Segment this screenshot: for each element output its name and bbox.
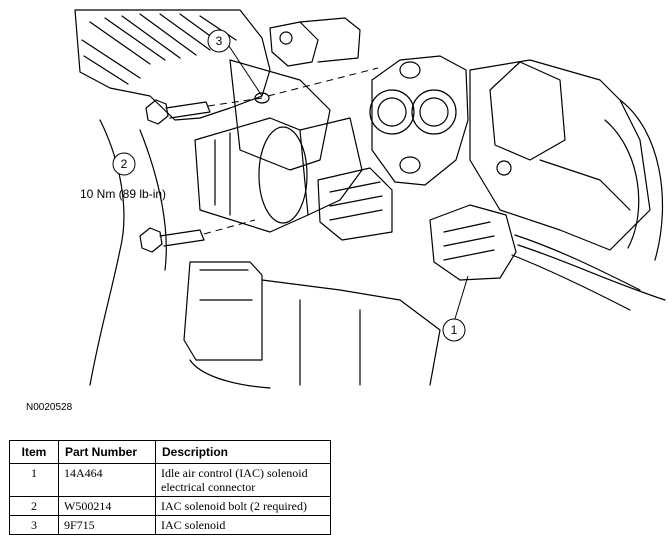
callout-2: 2 [112,152,136,176]
svg-text:3: 3 [216,34,223,48]
cell-description: Idle air control (IAC) solenoid electric… [155,463,331,497]
header-part-number: Part Number [58,440,156,464]
table-row: 2 W500214 IAC solenoid bolt (2 required) [9,496,331,516]
callout-1: 1 [442,318,466,342]
torque-spec-label: 10 Nm (89 lb-in) [80,187,166,201]
header-description: Description [155,440,331,464]
cell-item: 1 [9,463,59,497]
figure-id: N0020528 [26,402,73,413]
cell-part-number: W500214 [58,496,156,516]
table-header-row: Item Part Number Description [9,440,331,464]
svg-text:1: 1 [451,323,458,337]
cell-part-number: 14A464 [58,463,156,497]
parts-table: Item Part Number Description 1 14A464 Id… [9,440,331,535]
cell-item: 2 [9,496,59,516]
iac-solenoid-illustration: 3 2 10 Nm (89 lb-in) 1 [74,9,666,389]
cell-part-number: 9F715 [58,515,156,535]
table-row: 1 14A464 Idle air control (IAC) solenoid… [9,463,331,497]
callout-3: 3 [207,29,231,53]
cell-description: IAC solenoid [155,515,331,535]
header-item: Item [9,440,59,464]
svg-text:2: 2 [121,157,128,171]
cell-item: 3 [9,515,59,535]
table-row: 3 9F715 IAC solenoid [9,515,331,535]
cell-description: IAC solenoid bolt (2 required) [155,496,331,516]
